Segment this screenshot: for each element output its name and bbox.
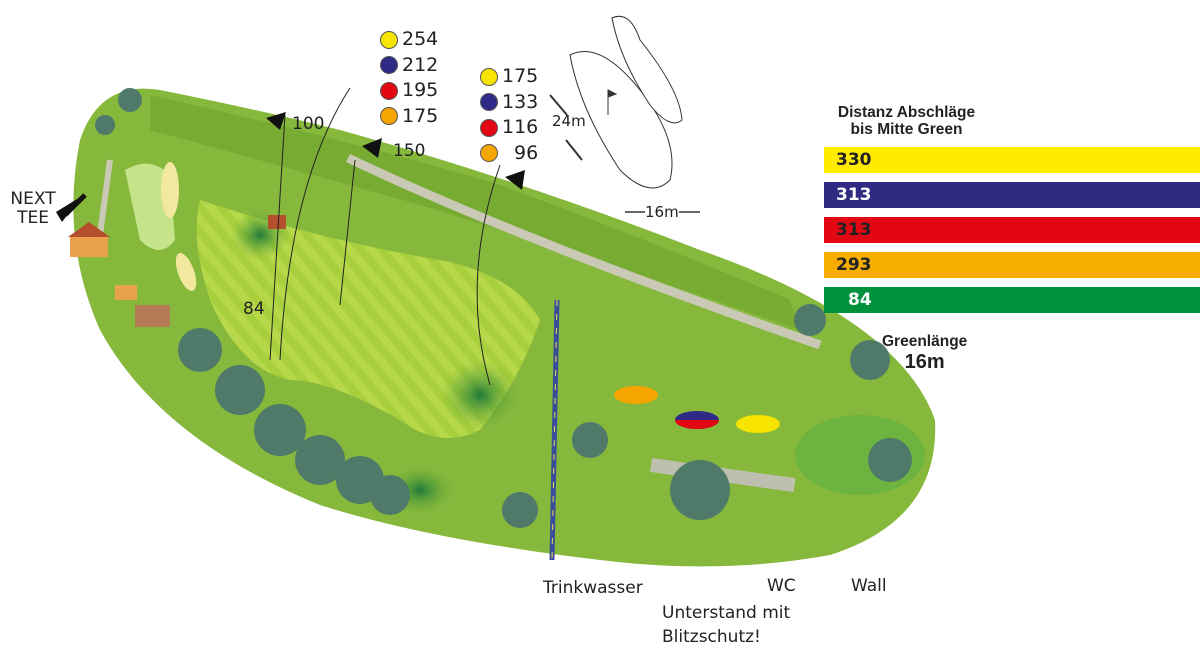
distance-legend: Distanz Abschläge bis Mitte Green 330 31…: [824, 104, 1200, 313]
tee-distances-group-1: 254 212 195 175: [380, 27, 438, 129]
green-detail-diagram: [549, 15, 700, 213]
next-tee-label: NEXT TEE: [10, 189, 56, 228]
yellow-tee-icon: [380, 30, 398, 49]
green-length-value: 16m: [904, 351, 945, 373]
legend-bar-blue: 313: [824, 182, 1200, 208]
legend-bar-yellow: 330: [824, 147, 1200, 173]
green-length-label: Greenlänge: [882, 333, 968, 350]
cart-path-left: [97, 159, 113, 236]
cart-path: [346, 153, 822, 350]
trinkwasser-label: Trinkwasser: [543, 578, 643, 598]
legend-bar-green: 84: [824, 287, 1200, 313]
wc-label: WC: [767, 576, 796, 596]
distance-value: 175: [402, 104, 439, 127]
marker-triangle: [362, 138, 382, 158]
marker-triangle: [266, 112, 286, 130]
red-tee-icon: [380, 81, 398, 100]
marker-84: 84: [243, 299, 265, 319]
marker-triangle: [505, 170, 525, 190]
trees: [95, 88, 912, 528]
unterstand-label: Unterstand mit Blitzschutz!: [662, 603, 791, 647]
green-width-label: 16m: [645, 203, 679, 221]
tee-distances-group-2: 175 133 116 96: [480, 64, 538, 166]
orange-tee-icon: [380, 107, 398, 126]
distance-value: 195: [402, 79, 439, 101]
tee-yellow: [736, 415, 780, 433]
marker-100: 100: [292, 114, 325, 134]
red-tee-icon: [480, 118, 498, 137]
bunker: [175, 253, 197, 291]
blue-tee-icon: [380, 56, 398, 75]
marker-150: 150: [393, 141, 426, 161]
distance-value: 133: [502, 90, 539, 113]
distance-value: 116: [502, 116, 539, 138]
distance-value: 212: [402, 53, 439, 76]
yellow-tee-icon: [480, 67, 498, 86]
distance-value: 175: [502, 65, 539, 87]
tee-orange: [614, 386, 658, 404]
distance-value: 96: [514, 141, 539, 164]
houses: [68, 215, 286, 327]
green-depth-label: 24m: [552, 112, 586, 130]
distance-value: 254: [402, 28, 439, 50]
bunker: [161, 162, 179, 218]
legend-title: Distanz Abschläge bis Mitte Green: [837, 104, 976, 138]
green-length: Greenlänge 16m: [882, 333, 967, 374]
orange-tee-icon: [480, 144, 498, 163]
wall-label: Wall: [851, 576, 887, 596]
legend-bar-orange: 293: [824, 252, 1200, 278]
blue-tee-icon: [480, 93, 498, 112]
legend-bar-red: 313: [824, 217, 1200, 243]
